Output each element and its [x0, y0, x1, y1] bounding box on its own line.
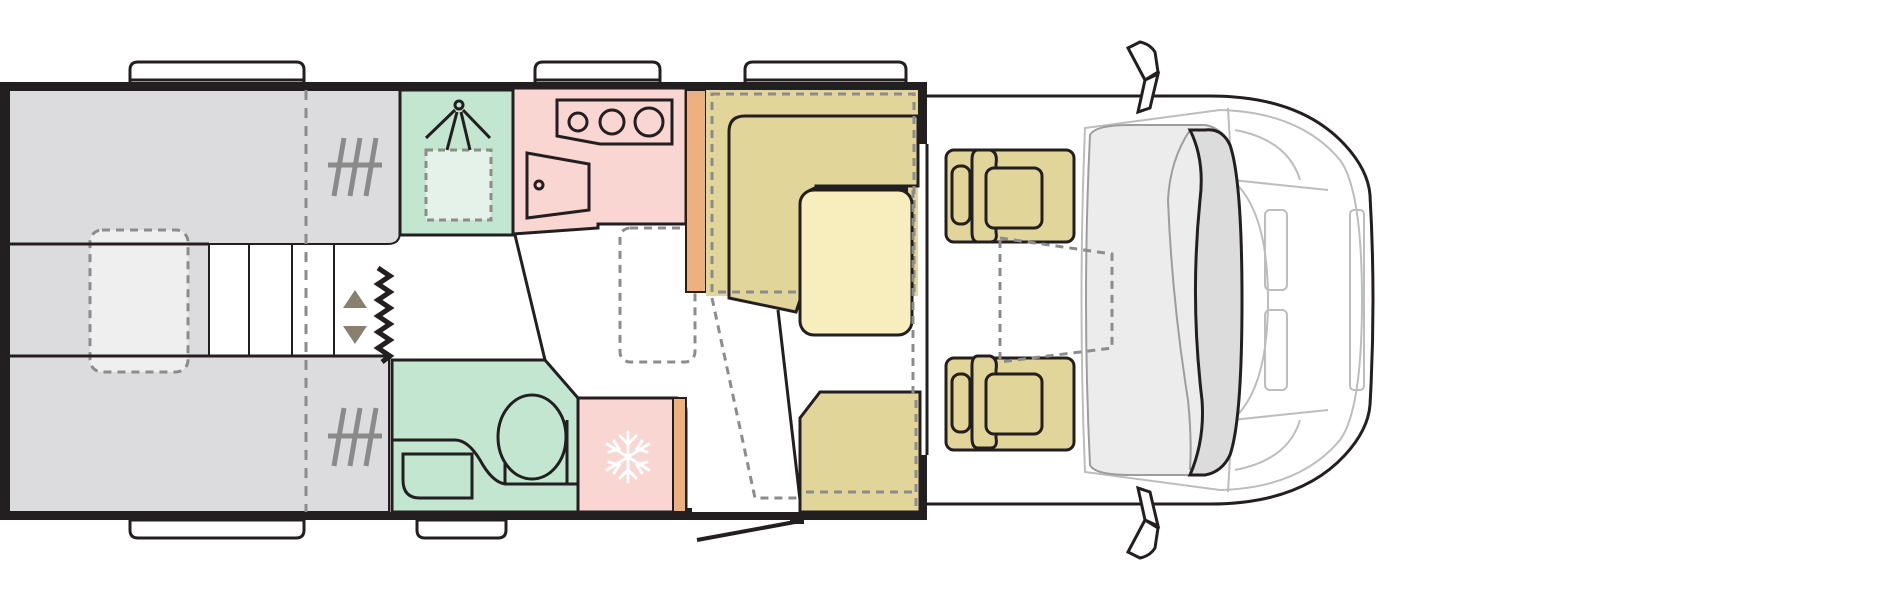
cab-swivel-outline [998, 236, 1114, 364]
wardrobe-strip [685, 89, 707, 293]
shower [398, 88, 515, 237]
bed-extension [8, 228, 210, 374]
hob-icon [555, 98, 674, 146]
dinette-table [798, 186, 914, 337]
window-icon [533, 60, 662, 86]
entry-door-icon [682, 508, 804, 542]
cab-seat-passenger [944, 354, 1076, 452]
floor-hatch [618, 226, 697, 364]
kitchen [511, 86, 688, 236]
cab-body [925, 94, 1375, 506]
windscreen-console [1085, 124, 1244, 477]
window-icon [743, 60, 908, 86]
step-down-icon [343, 326, 367, 344]
storage-hatch-icon [328, 407, 382, 467]
mirror-icon [1125, 485, 1161, 560]
window-icon [128, 60, 306, 86]
basin-icon [392, 438, 578, 500]
dinette-bench-bottom [798, 390, 922, 514]
snowflake-icon [605, 430, 651, 484]
bed-slats-icon [208, 243, 335, 357]
mirror-icon [1125, 40, 1161, 115]
storage-hatch-icon [328, 137, 382, 197]
sink-icon [525, 151, 591, 220]
bed-divider-wall [373, 265, 395, 364]
toilet-icon [496, 393, 569, 484]
step-up-icon [343, 290, 367, 308]
exterior-wall [0, 82, 927, 520]
cab-seat-driver [944, 148, 1076, 244]
shower-icon [424, 99, 492, 151]
